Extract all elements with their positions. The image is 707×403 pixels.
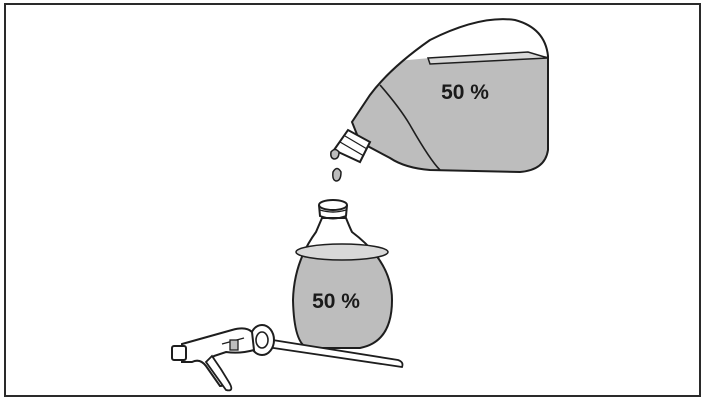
- open-bottle-icon: 50 %: [290, 200, 395, 352]
- drip-icon: [331, 150, 341, 182]
- top-bottle-percentage: 50 %: [441, 81, 489, 104]
- bottom-bottle-percentage: 50 %: [312, 290, 360, 313]
